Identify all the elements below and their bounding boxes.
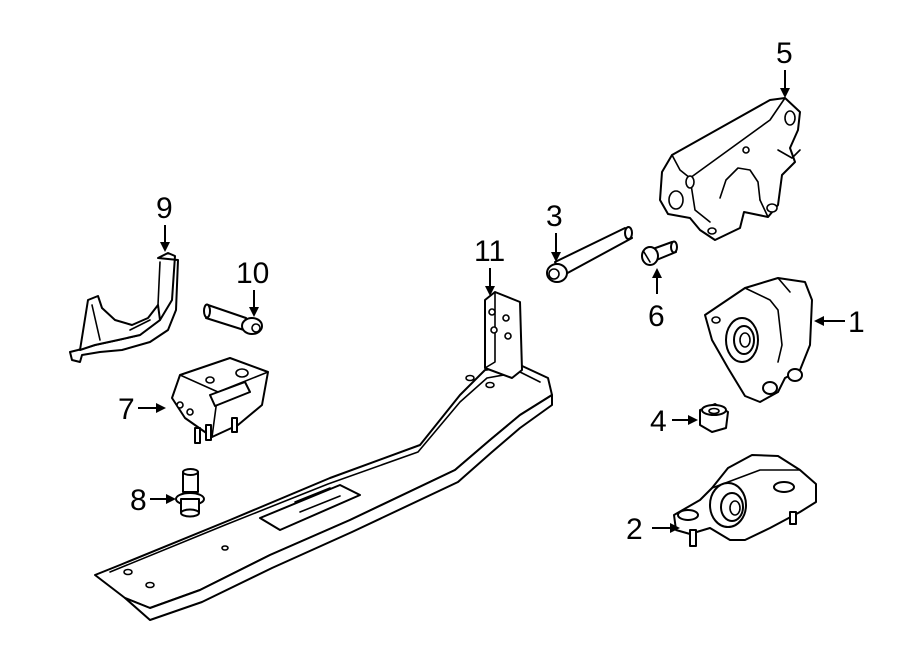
callout-4-label: 4 [650,405,667,438]
callout-5-label: 5 [776,37,793,70]
stud-bolt-part [203,303,263,335]
engine-mount-part [704,277,813,403]
nut-part [699,403,729,433]
callout-11: 11 [474,235,505,296]
callout-5: 5 [776,37,793,98]
callout-7: 7 [118,393,166,426]
callout-7-label: 7 [118,393,135,426]
callout-3-label: 3 [546,200,563,233]
small-bolt-part [641,240,678,266]
callout-8-label: 8 [130,484,147,517]
callout-6-label: 6 [648,300,665,333]
flange-bolt-part [175,468,205,518]
through-bolt-part [546,226,633,283]
callout-1: 1 [814,306,865,339]
support-bracket-part [171,357,269,444]
callout-8: 8 [130,484,176,517]
callout-2: 2 [626,513,680,546]
callout-4: 4 [650,405,698,438]
callout-6: 6 [648,268,665,333]
callout-11-label: 11 [474,235,505,268]
callout-9-label: 9 [156,192,173,225]
callout-10-label: 10 [236,257,269,290]
callout-2-label: 2 [626,513,643,546]
heat-shield-part [69,252,179,363]
callout-10: 10 [236,257,269,317]
transmission-mount-part [673,454,817,547]
mount-bracket-part [659,97,801,241]
callout-9: 9 [156,192,173,252]
callout-3: 3 [546,200,563,262]
crossmember-part [94,291,553,621]
callout-1-label: 1 [848,306,865,339]
